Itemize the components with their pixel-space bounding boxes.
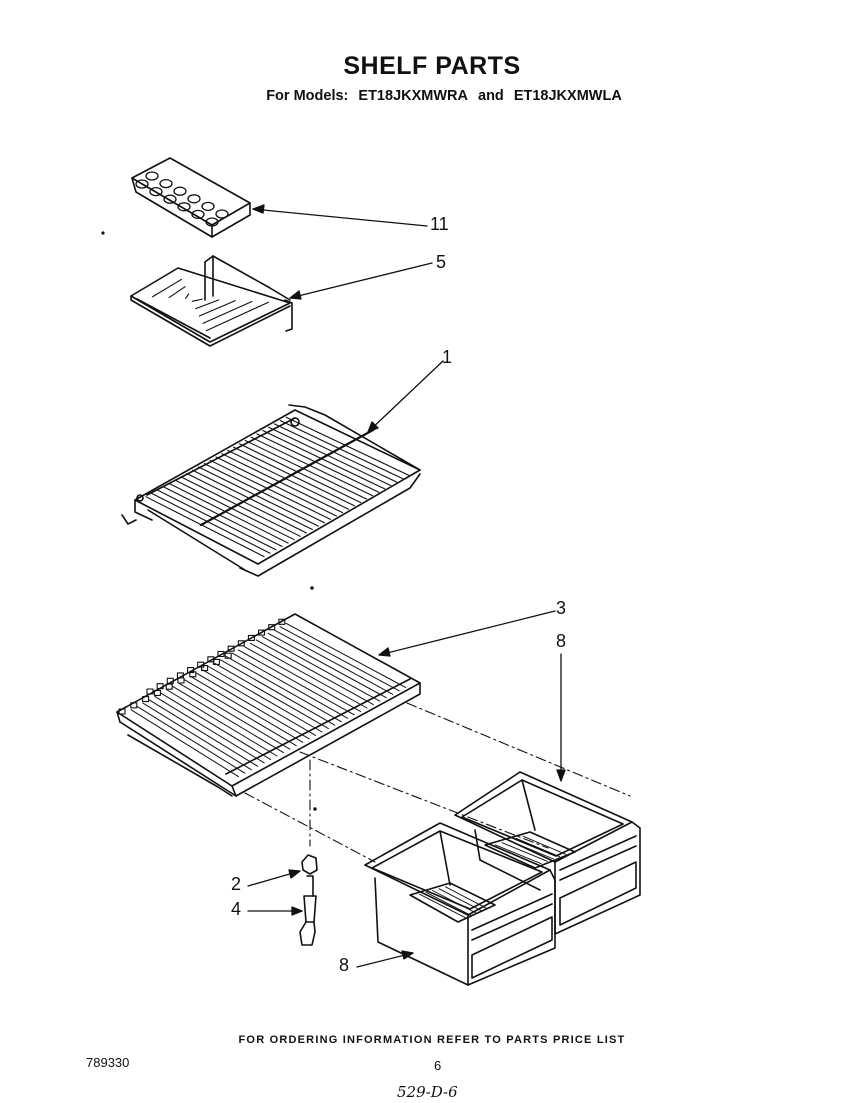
small-wire-shelf (130, 255, 293, 347)
callout-left-crisper: 8 (339, 955, 350, 975)
models-prefix: For Models: (266, 88, 349, 104)
callout-small-shelf: 5 (436, 252, 447, 272)
assembly-guide-lines (244, 702, 631, 863)
model-a: ET18JKXMWRA (358, 88, 468, 104)
ice-cube-tray (131, 157, 251, 238)
callout-support-bottom: 4 (231, 899, 242, 919)
page-title: SHELF PARTS (343, 52, 521, 80)
page-number: 6 (434, 1058, 442, 1073)
crisper-drawer-right (454, 771, 641, 935)
ordering-note: FOR ORDERING INFORMATION REFER TO PARTS … (238, 1034, 626, 1046)
document-number: 789330 (86, 1055, 130, 1070)
callout-ice-tray: 11 (430, 214, 449, 234)
callout-leaders (247, 204, 566, 968)
callout-right-crisper: 8 (556, 631, 567, 651)
model-b: ET18JKXMWLA (513, 88, 622, 104)
crisper-cover-frame (116, 613, 421, 797)
shelf-support-bracket (299, 854, 318, 946)
callout-main-shelf: 1 (442, 347, 453, 367)
callout-support-top: 2 (231, 874, 242, 894)
models-subtitle: For Models: ET18JKXMWRA and ET18JKXMWLA (0, 88, 864, 104)
crisper-drawer-left (364, 822, 556, 986)
models-conjunction: and (478, 88, 504, 104)
handwritten-note: 529-D-6 (397, 1083, 458, 1101)
main-wire-shelf (121, 404, 421, 577)
callout-crisper-cover: 3 (556, 598, 567, 618)
